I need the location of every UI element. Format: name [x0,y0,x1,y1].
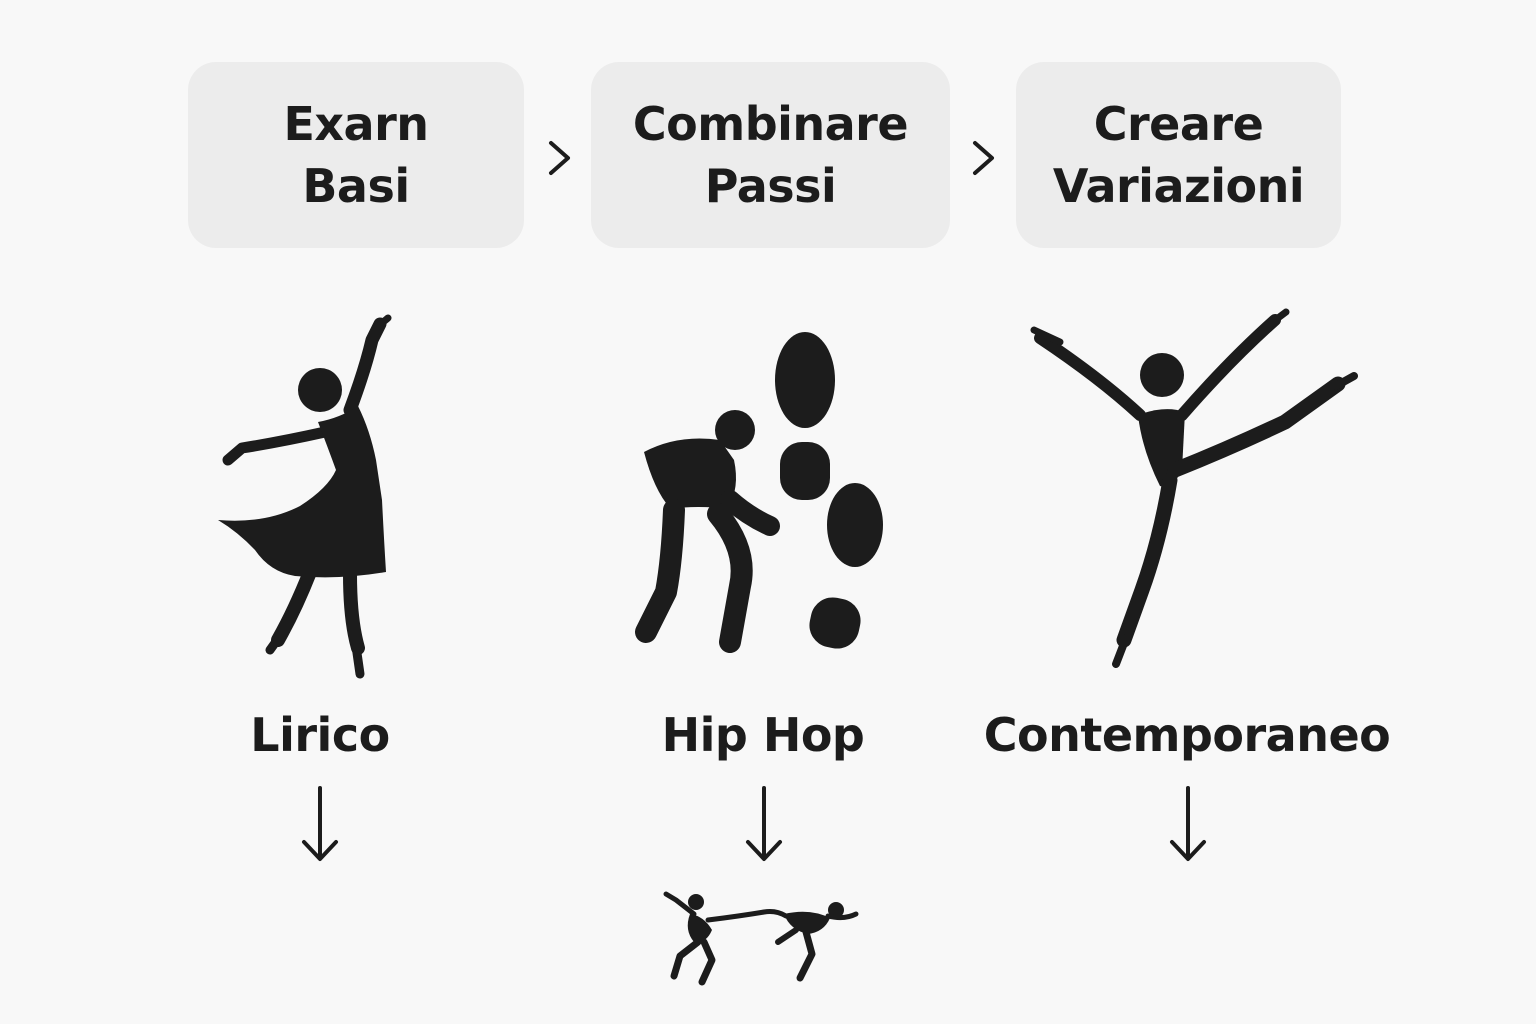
step-box-combine: Combinare Passi [591,62,950,248]
hip-hop-dancer-footprints-icon [635,332,883,653]
step-box-basics: Exarn Basi [188,62,524,248]
dancing-pair-icon [663,891,859,986]
step-label-line1: Creare [1093,97,1264,151]
style-label-lyrical: Lirico [250,708,390,762]
style-label-contemporary: Contemporaneo [983,708,1391,762]
leaping-dancer-icon [1030,308,1358,668]
arrow-down-icon [302,786,338,861]
step-label-line2: Variazioni [1052,159,1305,213]
chevron-right-icon [973,141,994,175]
arrow-down-icon [1170,786,1206,861]
style-label-hip-hop: Hip Hop [661,708,865,762]
arrow-down-icon [746,786,782,861]
step-label-line1: Combinare [632,97,909,151]
lyrical-dancer-icon [218,314,392,679]
step-box-variations: Creare Variazioni [1016,62,1341,248]
step-label-line1: Exarn [283,97,429,151]
chevron-right-icon [549,141,570,175]
step-label-line2: Passi [704,159,837,213]
step-label-line2: Basi [302,159,410,213]
